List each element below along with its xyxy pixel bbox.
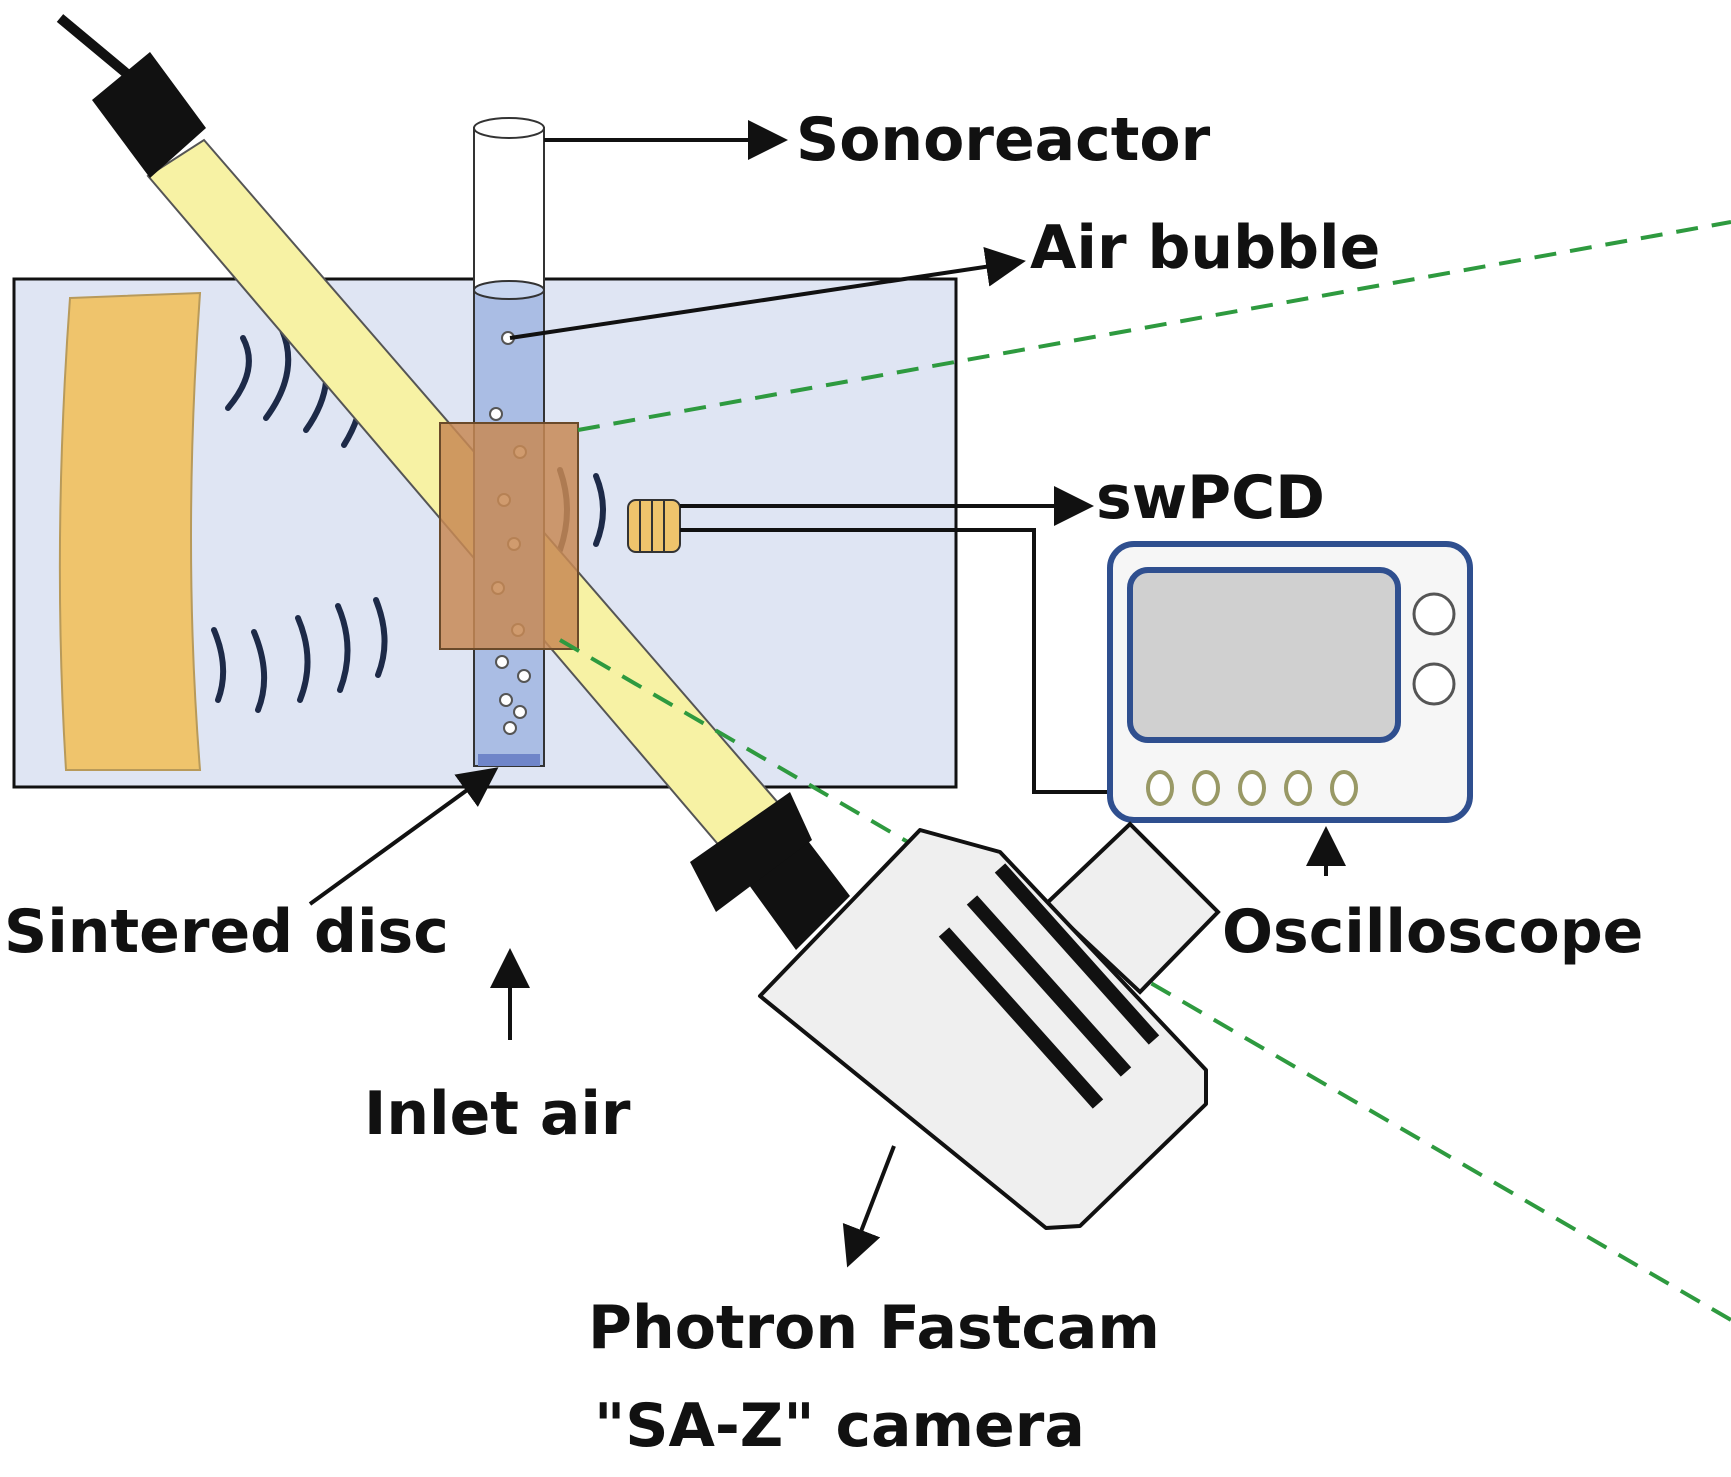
label-air-bubble: Air bubble (1030, 213, 1380, 283)
sintered-disc (478, 754, 540, 766)
focused-transducer (58, 291, 202, 771)
label-sonoreactor: Sonoreactor (796, 105, 1211, 175)
high-speed-camera (758, 821, 1221, 1230)
oscilloscope-screen (1127, 567, 1401, 743)
label-swpcd: swPCD (1096, 463, 1325, 533)
label-leaders (308, 120, 1346, 1268)
label-camera-line-2: "SA-Z" camera (594, 1391, 1085, 1461)
oscilloscope-knob (1412, 592, 1456, 636)
camera-field-of-view (558, 220, 1731, 1322)
oscilloscope (1107, 541, 1473, 823)
oscilloscope-knob (1412, 662, 1456, 706)
label-inlet-air: Inlet air (364, 1079, 631, 1149)
label-oscilloscope: Oscilloscope (1222, 897, 1643, 967)
label-sintered-disc: Sintered disc (4, 897, 449, 967)
swpcd-sensor (627, 499, 681, 553)
oscilloscope-connectors (1146, 770, 1358, 806)
focal-region (439, 422, 579, 650)
label-camera-line-1: Photron Fastcam (588, 1293, 1160, 1363)
